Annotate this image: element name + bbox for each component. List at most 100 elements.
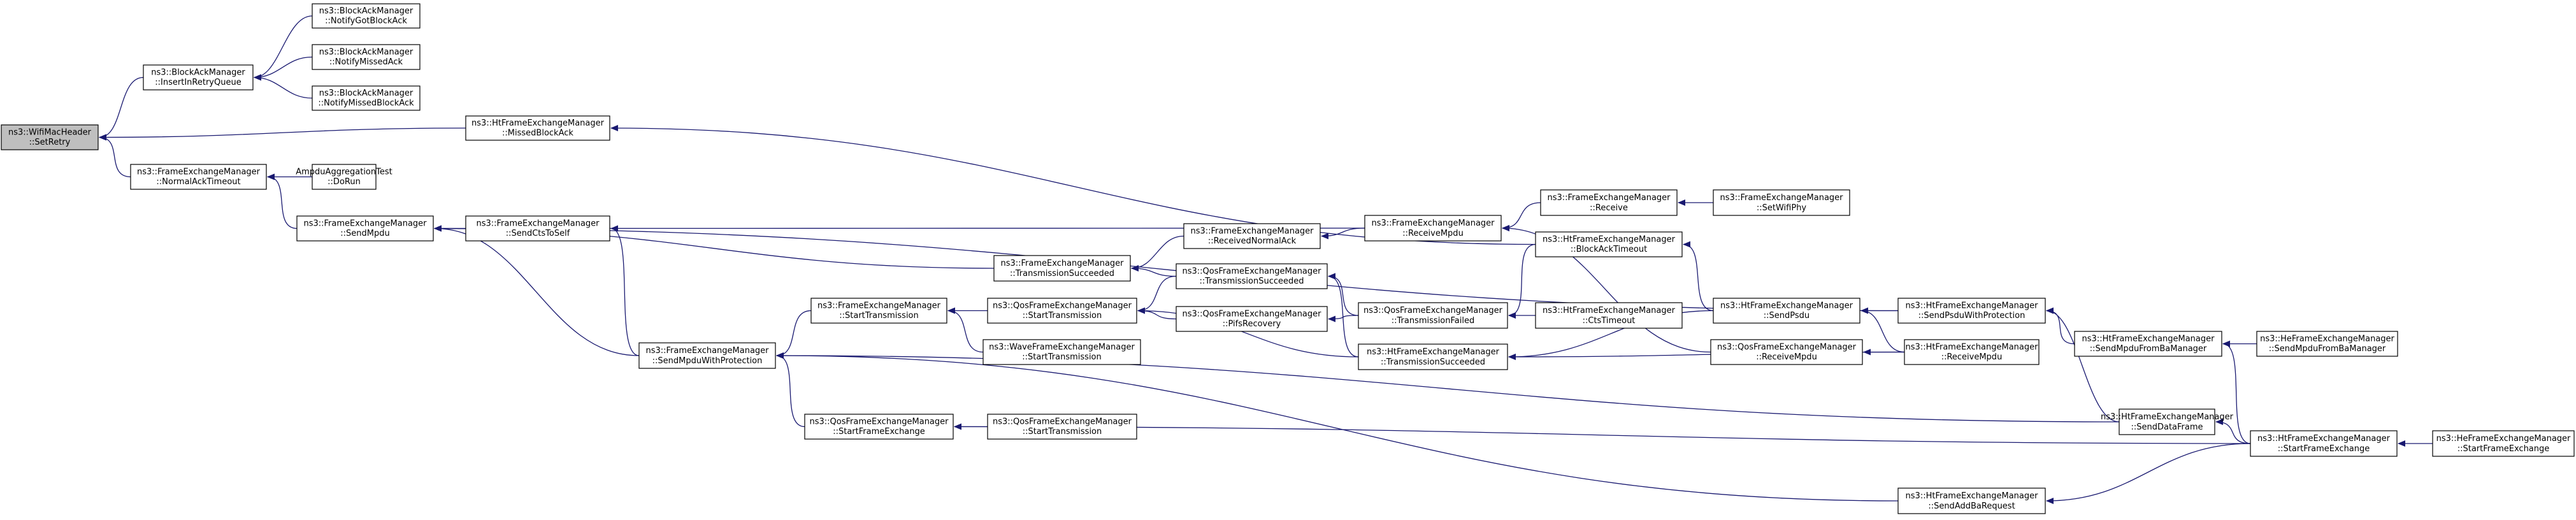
node-class-label: ns3::FrameExchangeManager: [476, 219, 600, 229]
node-ht-txsucc[interactable]: ns3::HtFrameExchangeManager::Transmissio…: [1358, 343, 1508, 370]
node-qos-startfe[interactable]: ns3::QosFrameExchangeManager::StartFrame…: [804, 414, 954, 440]
node-class-label: ns3::QosFrameExchangeManager: [809, 417, 949, 427]
node-fem-receive[interactable]: ns3::FrameExchangeManager::Receive: [1540, 189, 1678, 216]
node-class-label: ns3::HtFrameExchangeManager: [1543, 306, 1676, 315]
node-bam-notifygot[interactable]: ns3::BlockAckManager::NotifyGotBlockAck: [312, 3, 421, 29]
edge-fem_sendmpdu-to-fem_normalack: [267, 173, 298, 229]
node-box: [1713, 189, 1850, 216]
node-box: [312, 164, 377, 190]
node-bam-insert[interactable]: ns3::BlockAckManager::InsertInRetryQueue: [143, 64, 254, 90]
node-method-label: ::SendMpduFromBaManager: [2090, 344, 2207, 354]
edge-ht_startfe-to-ht_sendaddba: [2046, 443, 2251, 504]
node-ht-recvmpdu[interactable]: ns3::HtFrameExchangeManager::ReceiveMpdu: [1904, 339, 2040, 365]
node-qos-txfailed[interactable]: ns3::QosFrameExchangeManager::Transmissi…: [1358, 302, 1508, 329]
node-ht-missedblock[interactable]: ns3::HtFrameExchangeManager::MissedBlock…: [465, 115, 610, 141]
node-class-label: ns3::HtFrameExchangeManager: [2082, 335, 2215, 344]
graph-nodes: ns3::WifiMacHeader::SetRetry ns3::BlockAc…: [1, 3, 2575, 514]
node-box: [1358, 302, 1508, 329]
edge-ht_txsucc-to-qos_txsucc: [1328, 273, 1359, 358]
node-qos-starttx2[interactable]: ns3::QosFrameExchangeManager::StartTrans…: [987, 414, 1137, 440]
node-class-label: ns3::WaveFrameExchangeManager: [989, 343, 1135, 352]
node-fem-sendctstoself[interactable]: ns3::FrameExchangeManager::SendCtsToSelf: [465, 215, 610, 242]
node-class-label: ns3::FrameExchangeManager: [1371, 219, 1495, 228]
edge-qos_pifs-to-qos_starttx: [1137, 307, 1177, 320]
node-box: [296, 215, 434, 242]
node-box: [804, 414, 954, 440]
node-fem-recvnormalack[interactable]: ns3::FrameExchangeManager::ReceivedNorma…: [1183, 223, 1321, 249]
node-class-label: ns3::FrameExchangeManager: [1547, 193, 1671, 203]
edge-fem_sendmpdu_prot-to-fem_sendmpdu: [434, 225, 640, 356]
node-class-label: ns3::FrameExchangeManager: [645, 346, 769, 356]
edge-qos_txfailed-to-qos_pifs: [1328, 315, 1359, 322]
node-wave-starttx[interactable]: ns3::WaveFrameExchangeManager::StartTran…: [982, 339, 1141, 365]
node-ampdu-test[interactable]: AmpduAggregationTest::DoRun: [296, 164, 392, 190]
node-method-label: ::SendDataFrame: [2131, 422, 2203, 432]
node-bam-notifymissedblock[interactable]: ns3::BlockAckManager::NotifyMissedBlockA…: [312, 85, 421, 111]
node-class-label: ns3::HtFrameExchangeManager: [1906, 343, 2039, 352]
node-fem-setwifiphy[interactable]: ns3::FrameExchangeManager::SetWifiPhy: [1713, 189, 1850, 216]
node-he-sendmpdufromba[interactable]: ns3::HeFrameExchangeManager::SendMpduFro…: [2256, 331, 2398, 357]
node-class-label: ns3::HtFrameExchangeManager: [1543, 235, 1676, 245]
node-ht-sendmpdufromba[interactable]: ns3::HtFrameExchangeManager::SendMpduFro…: [2074, 331, 2222, 357]
node-box: [1540, 189, 1678, 216]
node-method-label: ::Receive: [1590, 203, 1628, 213]
node-method-label: ::CtsTimeout: [1583, 316, 1636, 326]
node-ht-blockacktimeout[interactable]: ns3::HtFrameExchangeManager::BlockAckTim…: [1535, 231, 1683, 257]
node-method-label: ::ReceiveMpdu: [1402, 229, 1464, 238]
node-box: [1183, 223, 1321, 249]
node-method-label: ::StartFrameExchange: [2457, 444, 2550, 454]
node-qos-pifs[interactable]: ns3::QosFrameExchangeManager::PifsRecove…: [1176, 306, 1328, 332]
node-method-label: ::NotifyMissedAck: [329, 57, 403, 67]
edge-ht_startfe-to-ht_senddata: [2215, 419, 2251, 444]
node-box: [2074, 331, 2222, 357]
edge-qos_txsucc-to-qos_starttx: [1137, 275, 1177, 314]
node-box: [1358, 343, 1508, 370]
node-fem-txsucc[interactable]: ns3::FrameExchangeManager::TransmissionS…: [993, 255, 1131, 282]
node-he-startfe[interactable]: ns3::HeFrameExchangeManager::StartFrameE…: [2432, 430, 2575, 457]
edge-qos_startfe-to-fem_sendmpdu_prot: [776, 352, 805, 428]
node-class-label: ns3::QosFrameExchangeManager: [1182, 267, 1321, 277]
node-fem-recvmpdu[interactable]: ns3::FrameExchangeManager::ReceiveMpdu: [1364, 215, 1502, 242]
node-fem-sendmpdu-prot[interactable]: ns3::FrameExchangeManager::SendMpduWithP…: [638, 342, 776, 369]
node-class-label: ns3::FrameExchangeManager: [1000, 259, 1124, 268]
edge-bam_notifygot-to-bam_insert: [254, 15, 313, 81]
node-qos-starttx[interactable]: ns3::QosFrameExchangeManager::StartTrans…: [987, 298, 1137, 324]
node-box: [1713, 298, 1860, 324]
node-method-label: ::BlockAckTimeout: [1571, 245, 1647, 254]
node-ht-senddata[interactable]: ns3::HtFrameExchangeManager::SendDataFra…: [2101, 408, 2234, 435]
node-ht-sendpsdu-prot[interactable]: ns3::HtFrameExchangeManager::SendPsduWit…: [1897, 298, 2046, 324]
node-box: [1176, 263, 1328, 289]
node-box: [130, 164, 267, 190]
edge-ht_startfe-to-qos_startfe: [954, 423, 2251, 444]
node-bam-notifymissedack[interactable]: ns3::BlockAckManager::NotifyMissedAck: [312, 44, 421, 70]
node-method-label: ::InsertInRetryQueue: [155, 78, 241, 87]
node-box: [987, 414, 1137, 440]
node-class-label: ns3::FrameExchangeManager: [303, 219, 427, 229]
node-fem-normalack[interactable]: ns3::FrameExchangeManager::NormalAckTime…: [130, 164, 267, 190]
edge-ht_recvmpdu-to-ht_sendpsdu: [1860, 307, 1905, 353]
node-box: [1710, 339, 1863, 365]
node-method-label: ::StartTransmission: [1022, 352, 1102, 362]
node-class-label: ns3::HtFrameExchangeManager: [2101, 412, 2234, 422]
edge-ht_sendpsdu-to-ht_blockacktimeout: [1683, 241, 1714, 312]
node-ht-ctstimeout[interactable]: ns3::HtFrameExchangeManager::CtsTimeout: [1535, 302, 1683, 329]
node-ht-sendpsdu[interactable]: ns3::HtFrameExchangeManager::SendPsdu: [1713, 298, 1860, 324]
node-qos-txsucc[interactable]: ns3::QosFrameExchangeManager::Transmissi…: [1176, 263, 1328, 289]
node-class-label: ns3::QosFrameExchangeManager: [1182, 310, 1321, 319]
node-ht-startfe[interactable]: ns3::HtFrameExchangeManager::StartFrameE…: [2250, 430, 2398, 457]
edge-ht_missedblock-to-root: [99, 127, 466, 141]
node-method-label: ::DoRun: [327, 177, 361, 187]
edge-ht_blockacktimeout-to-qos_txfailed: [1508, 243, 1536, 319]
node-class-label: AmpduAggregationTest: [296, 168, 392, 177]
node-root[interactable]: ns3::WifiMacHeader::SetRetry: [1, 124, 99, 150]
node-qos-recvmpdu[interactable]: ns3::QosFrameExchangeManager::ReceiveMpd…: [1710, 339, 1863, 365]
node-fem-sendmpdu[interactable]: ns3::FrameExchangeManager::SendMpdu: [296, 215, 434, 242]
node-fem-starttx[interactable]: ns3::FrameExchangeManager::StartTransmis…: [810, 298, 947, 324]
node-method-label: ::StartFrameExchange: [2278, 444, 2370, 454]
node-box: [1897, 487, 2046, 514]
node-class-label: ns3::QosFrameExchangeManager: [1364, 306, 1503, 315]
node-ht-sendaddba[interactable]: ns3::HtFrameExchangeManager::SendAddBaRe…: [1897, 487, 2046, 514]
node-box: [2432, 430, 2575, 457]
node-method-label: ::ReceiveMpdu: [1941, 352, 2003, 362]
